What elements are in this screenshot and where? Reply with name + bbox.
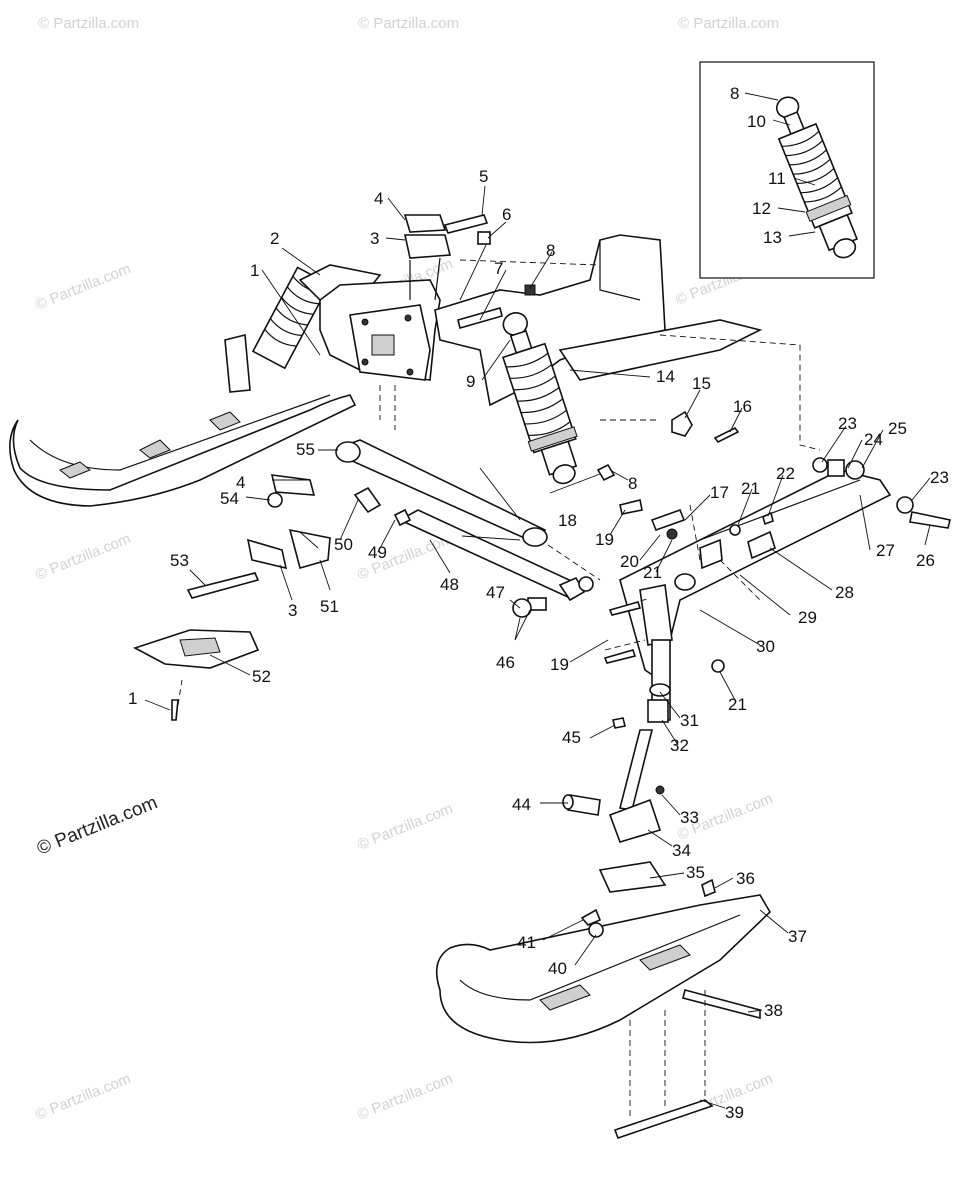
watermark-main: © Partzilla.com xyxy=(34,792,161,859)
inset-shock-absorber xyxy=(775,96,859,259)
callout-46: 48 xyxy=(440,575,459,594)
shock-inset xyxy=(699,61,875,279)
callout-32: 32 xyxy=(670,736,689,755)
callout-31: 31 xyxy=(680,711,699,730)
callout-28: 28 xyxy=(835,583,854,602)
callout-30: 30 xyxy=(756,637,775,656)
callout-3-left: 3 xyxy=(288,601,297,620)
callout-9: 9 xyxy=(466,372,475,391)
callout-42: 44 xyxy=(512,795,531,814)
watermark: © Partzilla.com xyxy=(33,260,133,314)
callout-8-mid: 8 xyxy=(628,474,637,493)
callout-1-left: 1 xyxy=(128,689,137,708)
callout-8: 8 xyxy=(546,241,555,260)
callout-13-inset: 13 xyxy=(763,228,782,247)
callout-7: 7 xyxy=(494,259,503,278)
callout-35: 35 xyxy=(686,863,705,882)
watermark: © Partzilla.com xyxy=(678,15,779,32)
callout-21: 21 xyxy=(741,479,760,498)
tie-rods xyxy=(335,439,601,618)
watermark: © Partzilla.com xyxy=(355,1070,455,1124)
callout-6: 6 xyxy=(502,205,511,224)
callout-53: 55 xyxy=(296,440,315,459)
callout-40: 40 xyxy=(548,959,567,978)
callout-29: 29 xyxy=(798,608,817,627)
callout-18: 18 xyxy=(558,511,577,530)
trailing-arm xyxy=(603,457,951,682)
watermark: © Partzilla.com xyxy=(358,15,459,32)
callout-4-left: 4 xyxy=(236,473,245,492)
watermark: © Partzilla.com xyxy=(355,800,455,854)
callout-36: 36 xyxy=(736,869,755,888)
callout-23b: 23 xyxy=(930,468,949,487)
callout-43: 45 xyxy=(562,728,581,747)
callout-45: 47 xyxy=(486,583,505,602)
callout-4: 4 xyxy=(374,189,383,208)
callout-3: 3 xyxy=(370,229,379,248)
callout-15: 15 xyxy=(692,374,711,393)
callout-19: 19 xyxy=(595,530,614,549)
callout-50: 52 xyxy=(252,667,271,686)
left-brackets xyxy=(132,474,331,721)
callout-37: 37 xyxy=(788,927,807,946)
callout-38: 38 xyxy=(764,1001,783,1020)
callout-11-inset: 11 xyxy=(768,169,786,188)
callout-33: 33 xyxy=(680,808,699,827)
center-shock-absorber xyxy=(501,312,578,485)
callout-44: 46 xyxy=(496,653,515,672)
leader-lines xyxy=(144,92,931,1109)
watermark: © Partzilla.com xyxy=(33,530,133,584)
callout-17: 17 xyxy=(710,483,729,502)
mid-fasteners xyxy=(596,410,740,482)
callout-labels: 8 10 11 12 13 1 2 3 4 5 6 7 8 9 14 15 16… xyxy=(128,84,949,1122)
callout-9-inset: 8 xyxy=(730,84,739,103)
callout-12-inset: 12 xyxy=(752,199,771,218)
watermark: © Partzilla.com xyxy=(33,1070,133,1124)
callout-39: 39 xyxy=(725,1103,744,1122)
callout-5: 5 xyxy=(479,167,488,186)
top-hardware xyxy=(403,214,536,329)
callout-51: 53 xyxy=(170,551,189,570)
callout-41: 41 xyxy=(517,933,536,952)
callout-20: 20 xyxy=(620,552,639,571)
callout-25: 25 xyxy=(888,419,907,438)
chassis-frame xyxy=(319,234,821,451)
callout-49: 51 xyxy=(320,597,339,616)
callout-21b: 21 xyxy=(643,563,662,582)
callout-1: 1 xyxy=(250,261,259,280)
callout-48: 50 xyxy=(334,535,353,554)
callout-47: 49 xyxy=(368,543,387,562)
callout-14: 14 xyxy=(656,367,675,386)
callout-19b: 19 xyxy=(550,655,569,674)
callout-26: 26 xyxy=(916,551,935,570)
callout-27: 27 xyxy=(876,541,895,560)
callout-16: 16 xyxy=(733,397,752,416)
callout-2: 2 xyxy=(270,229,279,248)
callout-34: 34 xyxy=(672,841,691,860)
callout-23: 23 xyxy=(838,414,857,433)
spindle xyxy=(562,639,671,843)
callout-52: 54 xyxy=(220,489,239,508)
callout-21c: 21 xyxy=(728,695,747,714)
callout-22: 22 xyxy=(776,464,795,483)
front-ski xyxy=(435,861,772,1140)
watermark: © Partzilla.com xyxy=(38,15,139,32)
callout-24: 24 xyxy=(864,430,883,449)
callout-10-inset: 10 xyxy=(747,112,766,131)
left-shock xyxy=(251,266,331,370)
